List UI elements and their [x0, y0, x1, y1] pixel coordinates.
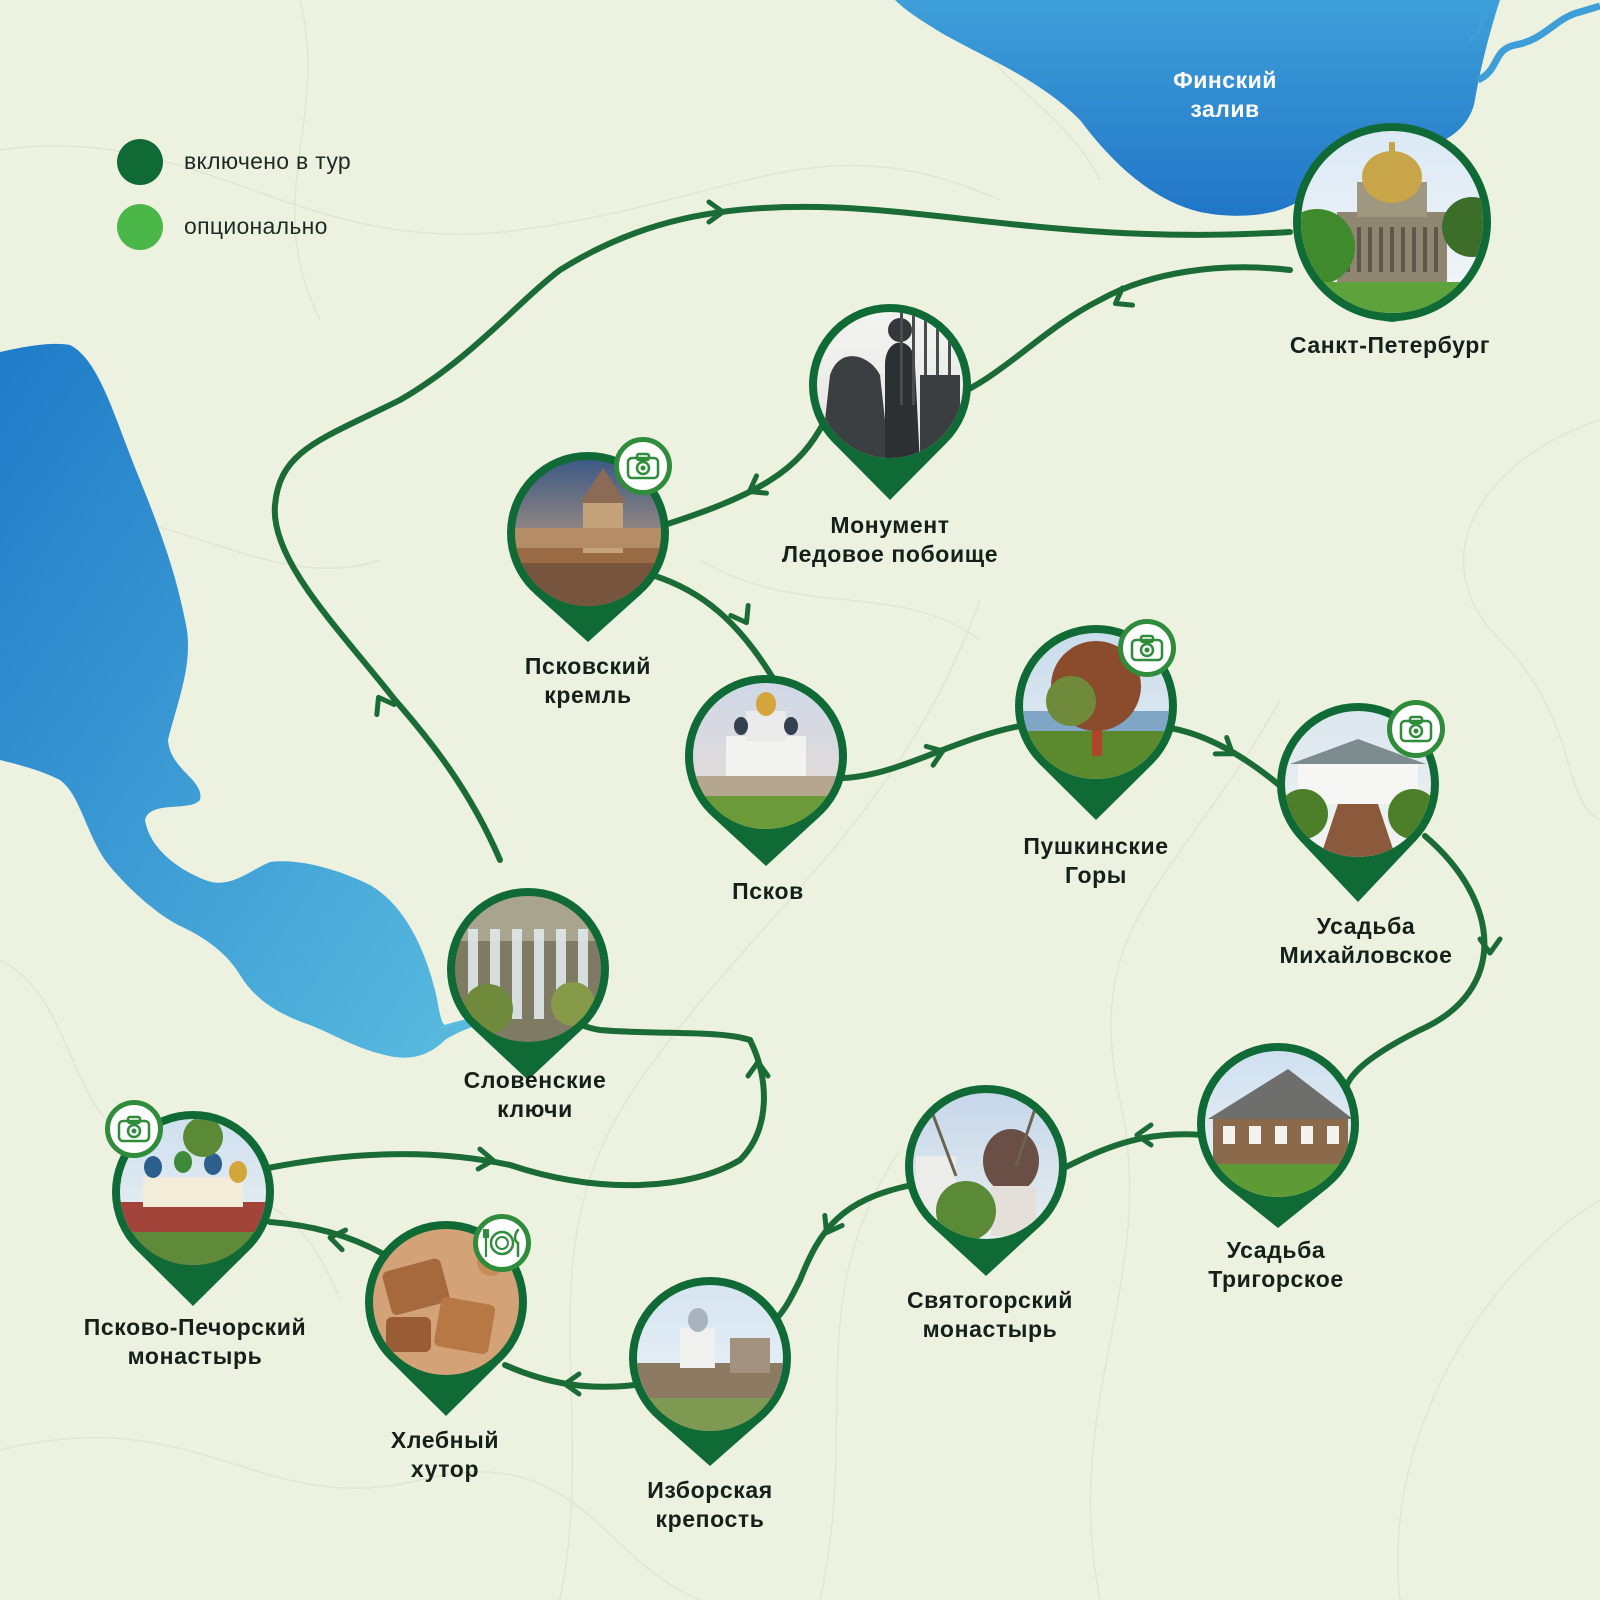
route-pechory-to-sloven [265, 1007, 767, 1189]
springs-waterfall-photo [455, 896, 601, 1042]
label-svyat: Святогорский монастырь [906, 1287, 1074, 1342]
route-arrow [1212, 734, 1235, 757]
label-bread: Хлебный хутор [390, 1427, 500, 1482]
label-mikh: Усадьба Михайловское [1279, 913, 1453, 968]
label-pechory: Псково-Печорский монастырь [83, 1314, 307, 1369]
route-arrow [706, 199, 726, 225]
camera-badge-mikh [1387, 700, 1445, 758]
label-pushkin: Пушкинские Горы [1023, 833, 1169, 888]
legend-included-label: включено в тур [184, 148, 351, 174]
camera-icon [1130, 634, 1164, 662]
pin-monument[interactable] [809, 304, 971, 500]
route-spb-to-monument [942, 264, 1293, 403]
pin-pskov[interactable] [685, 675, 847, 866]
lake-peipus-pskov [0, 343, 500, 1058]
route-arrow [475, 1146, 496, 1172]
camera-badge-pechory [105, 1100, 163, 1158]
plate-fork-knife-icon [483, 1228, 520, 1258]
camera-icon [117, 1115, 151, 1143]
label-spb: Санкт-Петербург [1289, 332, 1491, 358]
pin-izborsk[interactable] [629, 1277, 791, 1466]
route-arrow [923, 743, 946, 768]
route-arrow [1112, 285, 1136, 308]
route-pskov-to-pushkin [841, 723, 1023, 781]
pin-sloven[interactable] [447, 888, 609, 1080]
pin-trig[interactable] [1197, 1043, 1359, 1228]
label-kremlin: Псковский кремль [524, 653, 652, 708]
camera-badge-pushkin [1118, 619, 1176, 677]
gulf-label: Финский залив [1173, 67, 1277, 122]
route-arrow [1477, 936, 1503, 956]
route-arrow [1134, 1122, 1154, 1148]
neva-river [1476, 2, 1600, 84]
route-mikh-to-trig [1342, 833, 1488, 1093]
monastery-dome-photo [913, 1093, 1059, 1239]
route-svyat-to-izborsk [772, 1182, 915, 1323]
route-izborsk-to-bread [502, 1362, 638, 1390]
route-arrow [728, 602, 751, 626]
route-bread-to-pechory [267, 1219, 388, 1258]
legend-optional-label: опционально [184, 213, 328, 239]
label-trig: Усадьба Тригорское [1208, 1237, 1344, 1292]
label-pskov: Псков [732, 878, 804, 904]
pin-svyat[interactable] [905, 1085, 1067, 1276]
trinity-cathedral-photo [693, 683, 839, 829]
camera-badge-kremlin [614, 437, 672, 495]
saint-isaac-cathedral-photo [1301, 131, 1483, 313]
ice-battle-monument-photo [817, 312, 963, 458]
camera-icon [1399, 715, 1433, 743]
route-arrow [746, 473, 770, 496]
route-arrow [822, 1212, 845, 1236]
route-trig-to-svyat [1057, 1131, 1206, 1173]
camera-icon [626, 452, 660, 480]
label-monument: Монумент Ледовое побоище [781, 512, 999, 567]
trigorskoye-house-photo [1205, 1051, 1351, 1197]
route-arrow [374, 694, 397, 718]
route-monument-to-kremlin [652, 417, 828, 531]
route-arrow [327, 1227, 349, 1253]
route-kremlin-to-pskov [649, 572, 783, 693]
legend-included-dot [117, 139, 163, 185]
route-arrow [562, 1371, 582, 1397]
pin-kremlin[interactable] [507, 452, 669, 642]
legend-optional-dot [117, 204, 163, 250]
pin-spb[interactable] [1279, 123, 1502, 322]
label-izborsk: Изборская крепость [647, 1477, 773, 1532]
food-badge-bread [473, 1214, 531, 1272]
route-sloven-to-spb [271, 203, 1293, 863]
neva-branch [1468, 0, 1492, 42]
label-sloven: Словенские ключи [463, 1067, 607, 1122]
route-arrow [745, 1059, 771, 1079]
